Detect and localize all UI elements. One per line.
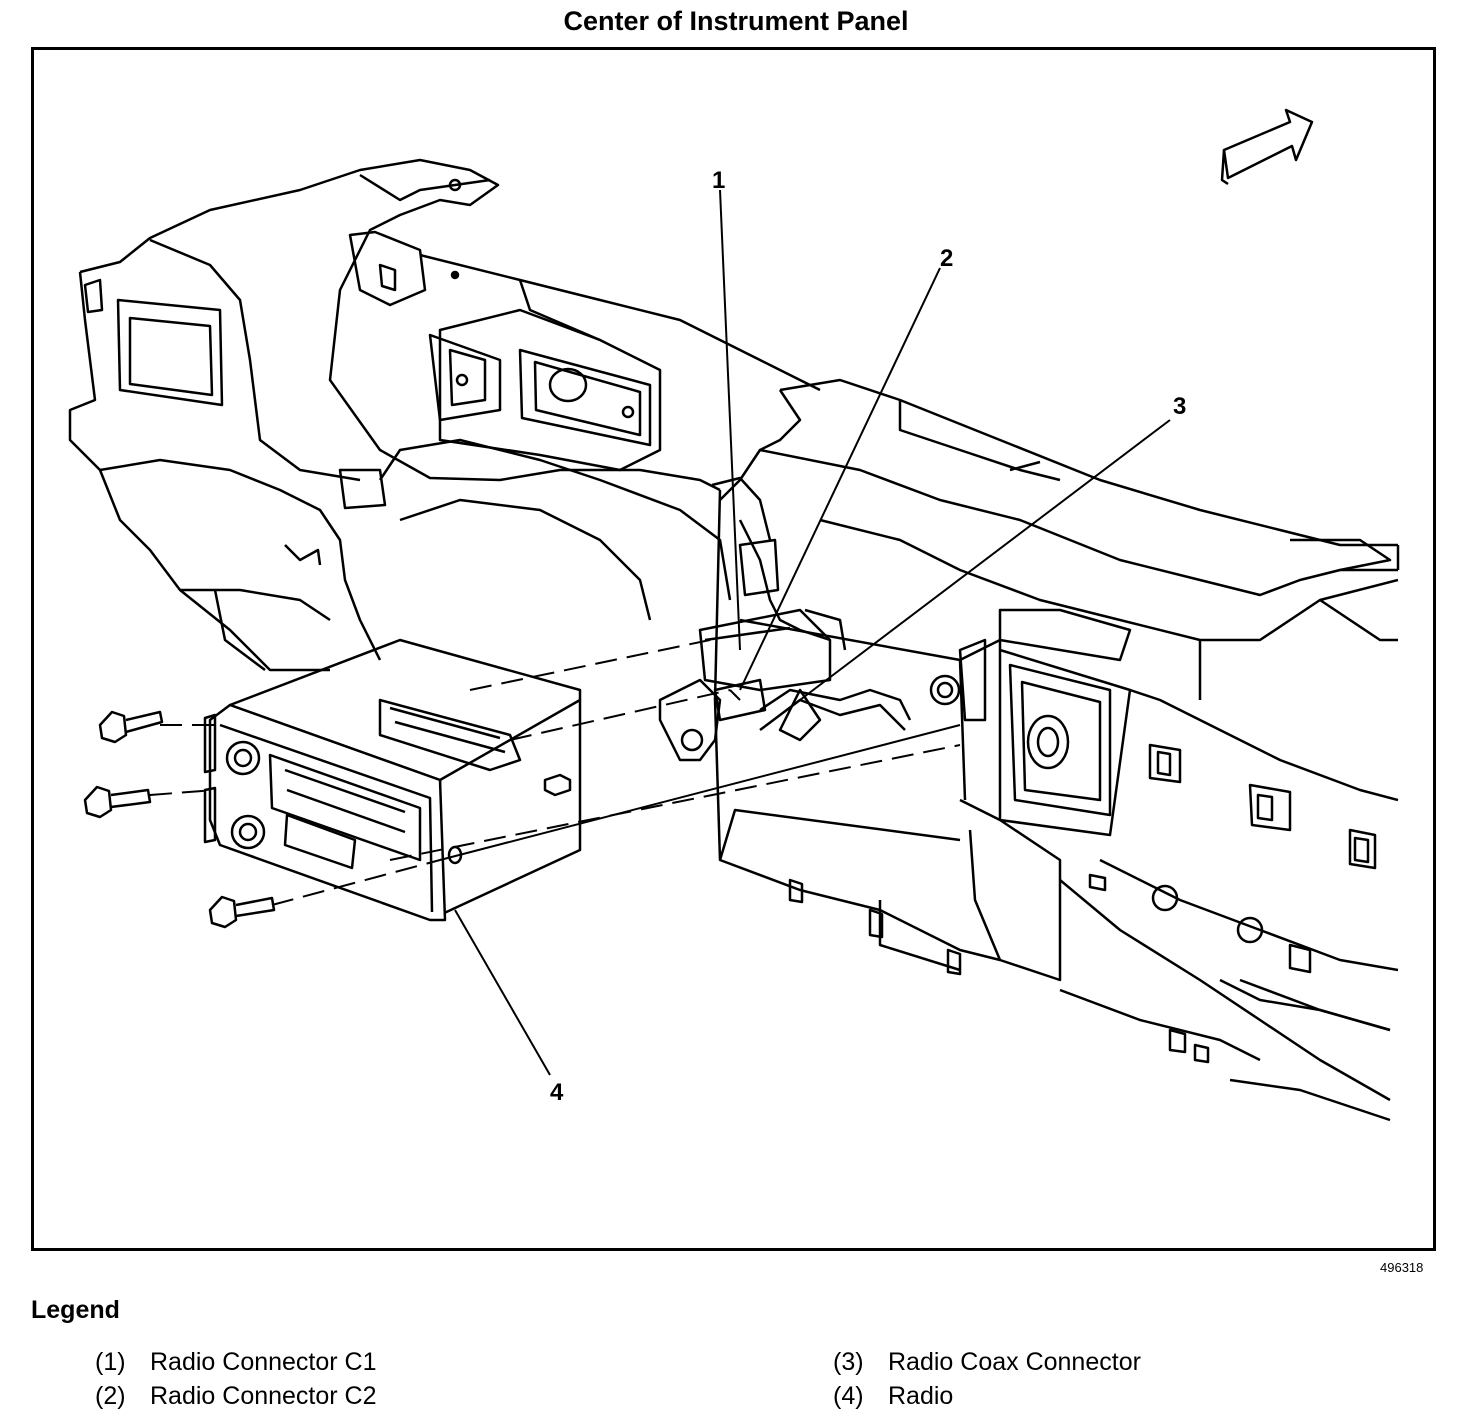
legend-item-label: Radio Coax Connector: [888, 1348, 1141, 1376]
figure-id: 496318: [1380, 1260, 1424, 1275]
legend-heading: Legend: [31, 1296, 120, 1324]
legend-item-label: Radio Connector C2: [150, 1382, 377, 1410]
wiring-harness: [738, 519, 831, 642]
legend-item-label: Radio Connector C1: [150, 1348, 377, 1376]
legend-item-2: (2) Radio Connector C2: [95, 1382, 377, 1411]
dash-right-outline: [779, 378, 1398, 547]
legend-item-3: (3) Radio Coax Connector: [833, 1348, 1141, 1377]
legend-item-label: Radio: [888, 1382, 954, 1410]
callout-1: 1: [712, 167, 725, 194]
bolt-middle: [83, 785, 152, 819]
radio-body: [229, 638, 582, 917]
figure-frame: [31, 47, 1436, 1251]
dash-left-outline: [79, 158, 721, 492]
legend-item-number: (3): [833, 1348, 864, 1376]
cluster-hood: [378, 438, 732, 601]
callout-3: 3: [1173, 393, 1186, 420]
legend-item-number: (2): [95, 1382, 126, 1410]
callout-2: 2: [940, 245, 953, 272]
radio-cavity: [713, 489, 1062, 982]
diagram-title: Center of Instrument Panel: [563, 6, 909, 36]
bolt-upper: [98, 710, 164, 744]
legend-item-number: (1): [95, 1348, 126, 1376]
legend-item-1: (1) Radio Connector C1: [95, 1348, 377, 1377]
direction-arrow-icon: [1222, 108, 1314, 180]
bolt-lower: [208, 895, 276, 929]
legend-item-number: (4): [833, 1382, 864, 1410]
callout-4: 4: [550, 1079, 564, 1106]
legend-item-4: (4) Radio: [833, 1382, 953, 1411]
